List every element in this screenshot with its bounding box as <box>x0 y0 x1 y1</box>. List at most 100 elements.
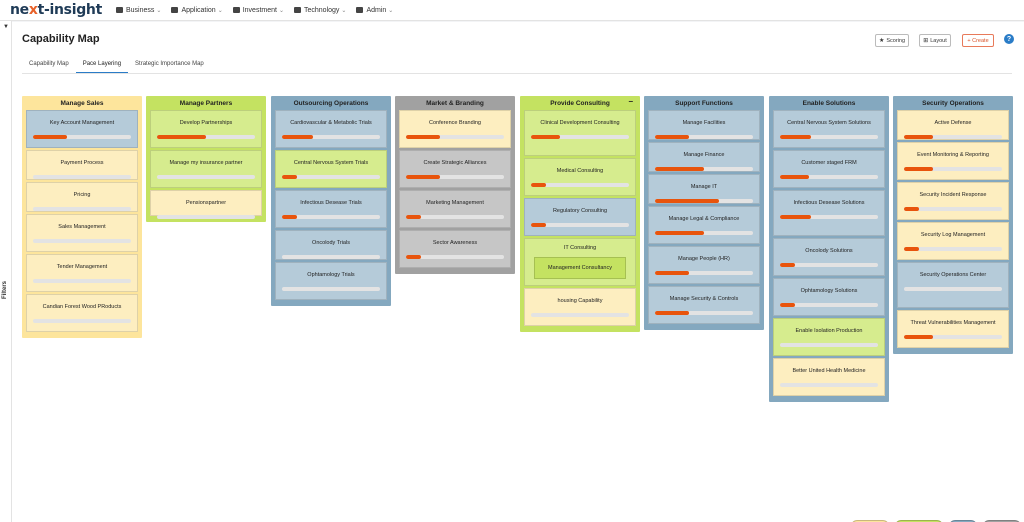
capability-card[interactable]: Security Operations Center <box>897 262 1009 308</box>
nav-item-label: Admin <box>366 6 387 14</box>
chevron-down-icon: ⌄ <box>341 7 347 14</box>
filter-funnel-icon[interactable]: ▼ <box>3 24 9 30</box>
capability-card[interactable]: Create Strategic Alliances <box>399 150 511 188</box>
capability-label: Sector Awareness <box>432 240 478 246</box>
capability-card[interactable]: Pensionspartner <box>150 190 262 219</box>
capability-label: Security Log Management <box>920 232 986 238</box>
column-header[interactable]: Enable Solutions <box>784 96 874 110</box>
column-header[interactable]: Provide Consulting− <box>535 96 633 110</box>
capability-card[interactable]: Active Defense <box>897 110 1009 140</box>
capability-card[interactable]: Manage Security & Controls <box>648 286 760 324</box>
capability-card[interactable]: Manage IT <box>648 174 760 204</box>
help-icon[interactable]: ? <box>1004 34 1014 44</box>
maturity-progress-bar <box>157 175 255 179</box>
sub-capability-card[interactable]: Management Consultancy <box>534 257 626 279</box>
capability-card[interactable]: Central Nervous System Solutions <box>773 110 885 148</box>
capability-card[interactable]: Event Monitoring & Reporting <box>897 142 1009 180</box>
column-title: Manage Partners <box>179 100 233 107</box>
capability-card[interactable]: Regulatory Consulting <box>524 198 636 236</box>
capability-card[interactable]: Enable Isolation Production <box>773 318 885 356</box>
brand-logo[interactable]: next-insight <box>10 2 102 18</box>
capability-card[interactable]: Sales Management <box>26 214 138 252</box>
capability-card[interactable]: Better United Health Medicine <box>773 358 885 396</box>
capability-card[interactable]: Oncolody Solutions <box>773 238 885 276</box>
scoring-button[interactable]: ★Scoring <box>875 34 909 47</box>
capability-card[interactable]: Conference Branding <box>399 110 511 148</box>
tab-strategic-importance-map[interactable]: Strategic Importance Map <box>135 61 204 67</box>
capability-card[interactable]: Manage People (HR) <box>648 246 760 284</box>
capability-card[interactable]: Customer staged FRM <box>773 150 885 188</box>
capability-card[interactable]: Threat Vulnerabilities Management <box>897 310 1009 348</box>
capability-label: Pricing <box>73 192 91 198</box>
maturity-progress-fill <box>780 303 795 307</box>
nav-item-business[interactable]: Business⌄ <box>116 7 161 14</box>
capability-card[interactable]: Key Account Management <box>26 110 138 148</box>
capability-card[interactable]: Manage Facilities <box>648 110 760 140</box>
capability-card[interactable]: Manage Legal & Compliance <box>648 206 760 244</box>
capability-card[interactable]: Payment Process <box>26 150 138 180</box>
capability-card[interactable]: Manage my insurance partner <box>150 150 262 188</box>
maturity-progress-bar <box>33 239 131 243</box>
maturity-progress-bar <box>531 313 629 317</box>
tab-pace-layering[interactable]: Pace Layering <box>75 57 129 73</box>
top-navigation-bar: next-insight Business⌄ Application⌄ Invest… <box>0 0 1024 21</box>
capability-card[interactable]: Develop Partnerships <box>150 110 262 148</box>
capability-card[interactable]: Security Incident Response <box>897 182 1009 220</box>
capability-card[interactable]: Pricing <box>26 182 138 212</box>
create-button-label: + Create <box>967 37 989 44</box>
maturity-progress-bar <box>655 231 753 235</box>
nav-item-application[interactable]: Application⌄ <box>171 7 223 14</box>
capability-card[interactable]: Security Log Management <box>897 222 1009 260</box>
capability-card[interactable]: Oncolody Trials <box>275 230 387 260</box>
capability-card[interactable]: Clinical Development Consulting <box>524 110 636 156</box>
maturity-progress-bar <box>780 383 878 387</box>
tab-capability-map[interactable]: Capability Map <box>29 61 69 67</box>
create-button[interactable]: + Create <box>962 34 994 47</box>
capability-label: Security Operations Center <box>919 272 987 278</box>
column-header[interactable]: Security Operations <box>908 96 998 110</box>
maturity-progress-fill <box>406 215 421 219</box>
maturity-progress-fill <box>282 135 314 139</box>
capability-label: housing Capability <box>557 298 603 304</box>
column-header[interactable]: Manage Sales <box>37 96 127 110</box>
capability-card[interactable]: Medical Consulting <box>524 158 636 196</box>
maturity-progress-bar <box>655 199 753 203</box>
capability-label: Infectious Desease Solutions <box>793 200 865 206</box>
capability-card[interactable]: Tender Management <box>26 254 138 292</box>
nav-item-investment[interactable]: Investment⌄ <box>232 7 284 14</box>
maturity-progress-bar <box>904 207 1002 211</box>
capability-card[interactable]: Cardiovascular & Metabolic Trials <box>275 110 387 148</box>
capability-card[interactable]: Ophtamology Trials <box>275 262 387 300</box>
nav-item-admin[interactable]: Admin⌄ <box>356 7 393 14</box>
collapse-icon[interactable]: − <box>628 97 633 106</box>
brand-text-prefix: ne <box>10 2 29 18</box>
capability-card[interactable]: Ophtamology Solutions <box>773 278 885 316</box>
capability-card[interactable]: Central Nervous System Trials <box>275 150 387 188</box>
maturity-progress-bar <box>33 207 131 211</box>
filters-panel-toggle[interactable]: ▼ Filters <box>0 21 12 522</box>
nav-item-technology[interactable]: Technology⌄ <box>294 7 346 14</box>
maturity-progress-bar <box>33 279 131 283</box>
capability-card[interactable]: housing Capability <box>524 288 636 326</box>
capability-card[interactable]: Candian Forest Wood PRoducts <box>26 294 138 332</box>
column-header[interactable]: Market & Branding <box>410 96 500 110</box>
layout-button[interactable]: ⊞Layout <box>919 34 951 47</box>
capability-label: Conference Branding <box>429 120 481 126</box>
capability-card[interactable]: Sector Awareness <box>399 230 511 268</box>
chevron-down-icon: ⌄ <box>156 7 162 14</box>
column-header[interactable]: Support Functions <box>659 96 749 110</box>
maturity-progress-fill <box>904 207 919 211</box>
capability-card[interactable]: Infectious Desease Solutions <box>773 190 885 236</box>
maturity-progress-bar <box>531 183 629 187</box>
column-header[interactable]: Manage Partners <box>161 96 251 110</box>
capability-card[interactable]: Marketing Management <box>399 190 511 228</box>
capability-label: Key Account Management <box>49 120 115 126</box>
capability-card[interactable]: Infectious Desease Trials <box>275 190 387 228</box>
maturity-progress-fill <box>531 183 546 187</box>
column-header[interactable]: Outsourcing Operations <box>286 96 376 110</box>
capability-card[interactable]: Manage Finance <box>648 142 760 172</box>
maturity-progress-bar <box>531 223 629 227</box>
maturity-progress-bar <box>780 343 878 347</box>
maturity-progress-bar <box>33 175 131 179</box>
